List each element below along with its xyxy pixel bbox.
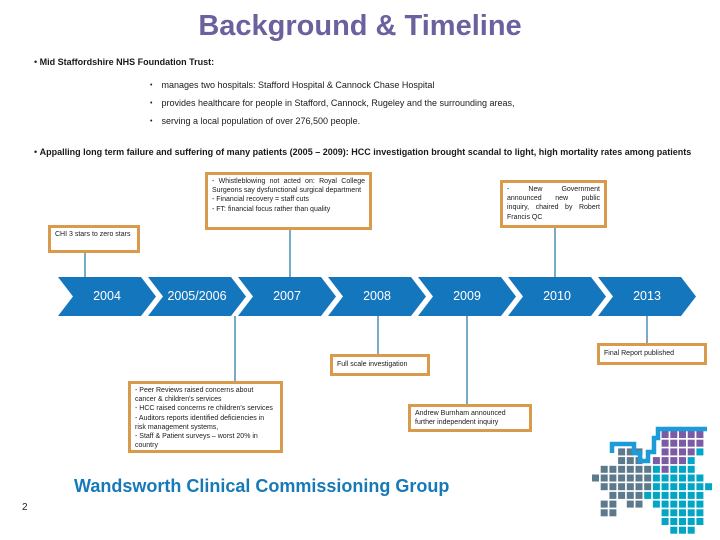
callout-chi-stars: CHI 3 stars to zero stars	[48, 225, 140, 253]
chevron-2005-2006	[148, 277, 246, 316]
footer-organisation: Wandsworth Clinical Commissioning Group	[74, 476, 450, 496]
logo-outline-line	[609, 426, 707, 464]
page-title: Background & Timeline	[198, 10, 522, 42]
callout-line: - Whistleblowing not acted on: Royal Col…	[212, 178, 365, 195]
callout-line: - Peer Reviews raised concerns about can…	[135, 387, 254, 404]
chevron-2004	[58, 277, 156, 316]
wandsworth-ccg-logo	[592, 431, 713, 534]
timeline-year-label: 2009	[453, 289, 481, 303]
timeline-chevrons	[58, 277, 696, 316]
callout-new-government: - New Government announced new public in…	[500, 180, 607, 228]
chevron-2008	[328, 277, 426, 316]
chevron-2010	[508, 277, 606, 316]
chevron-2007	[238, 277, 336, 316]
callout-final-report: Final Report published	[597, 343, 707, 365]
page-number: 2	[22, 502, 28, 513]
sub-bullet-healthcare: provides healthcare for people in Staffo…	[150, 98, 590, 108]
timeline-year-label: 2013	[633, 289, 661, 303]
appalling-failure-bullet: Appalling long term failure and sufferin…	[34, 147, 694, 157]
callout-line: - Financial recovery = staff cuts	[212, 196, 309, 204]
callout-burnham-inquiry: Andrew Burnham announced further indepen…	[408, 404, 532, 432]
connector-lines	[84, 228, 648, 404]
callout-line: - HCC raised concerns re children's serv…	[135, 405, 273, 413]
callout-whistleblowing: - Whistleblowing not acted on: Royal Col…	[205, 172, 372, 230]
callout-peer-reviews: - Peer Reviews raised concerns about can…	[128, 381, 283, 453]
timeline-year-label: 2004	[93, 289, 121, 303]
timeline-year-label: 2005/2006	[167, 289, 227, 303]
sub-bullet-hospitals: manages two hospitals: Stafford Hospital…	[150, 80, 590, 90]
timeline-year-label: 2007	[273, 289, 301, 303]
intro-sub-bullet-list: manages two hospitals: Stafford Hospital…	[150, 80, 590, 134]
callout-line: - Staff & Patient surveys – worst 20% in…	[135, 433, 258, 450]
timeline-year-label: 2008	[363, 289, 391, 303]
chevron-2009	[418, 277, 516, 316]
callout-line: - FT: financial focus rather than qualit…	[212, 205, 331, 213]
chevron-2013	[598, 277, 696, 316]
timeline-year-label: 2010	[543, 289, 571, 303]
callout-line: - Auditors reports identified deficienci…	[135, 414, 265, 431]
callout-full-scale-investigation: Full scale investigation	[330, 354, 430, 376]
intro-bullet: Mid Staffordshire NHS Foundation Trust:	[34, 57, 215, 67]
sub-bullet-population: serving a local population of over 276,5…	[150, 116, 590, 126]
